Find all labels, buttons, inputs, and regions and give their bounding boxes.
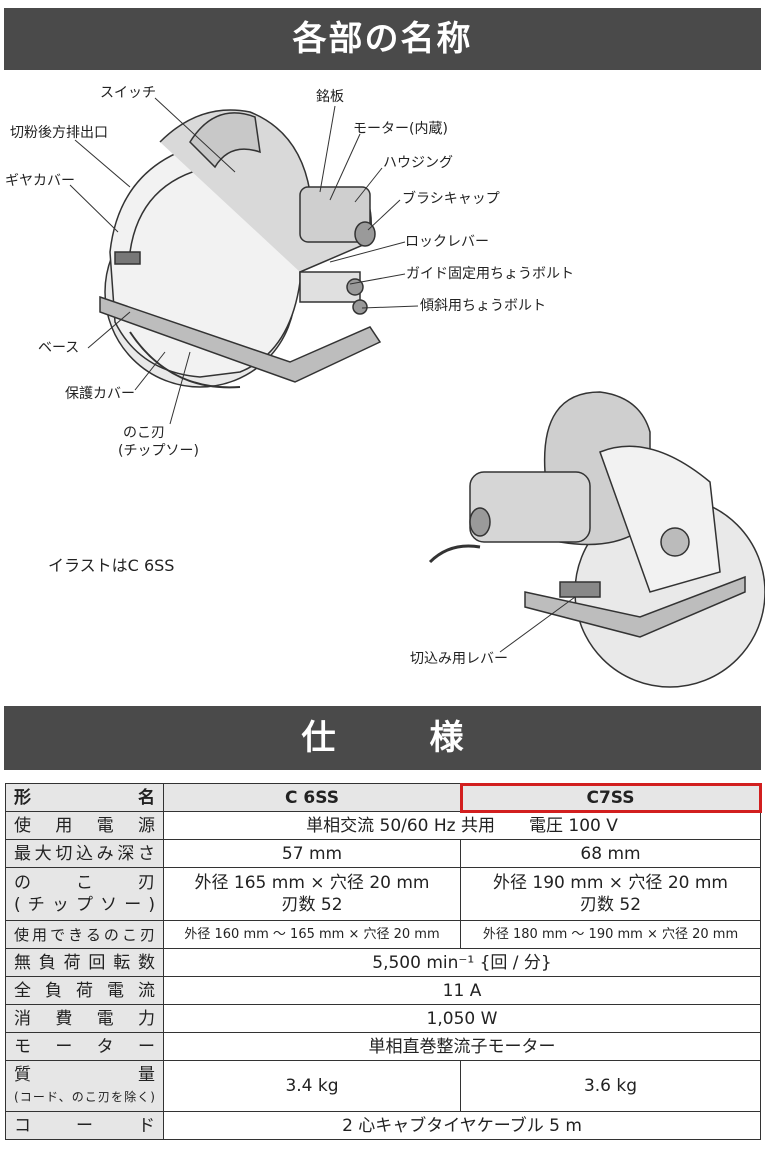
cell-line: 刃数 52	[579, 895, 642, 915]
model-c6ss: C 6SS	[163, 783, 461, 812]
saw-illustration	[69, 97, 765, 688]
row-label-line2: (コード、のこ刃を除く)	[14, 1090, 155, 1104]
label-blade-2: (チップソー)	[118, 443, 199, 459]
cell-line: 外径 165 mm × 穴径 20 mm	[194, 873, 430, 893]
row-label-line1: の こ 刃	[14, 873, 155, 893]
table-row: 質 量 (コード、のこ刃を除く) 3.4 kg 3.6 kg	[5, 1060, 761, 1112]
cell-value: 5,500 min⁻¹ {回 / 分}	[163, 948, 761, 977]
cell-value: 68 mm	[460, 839, 761, 868]
row-label: 無負荷回転数	[5, 948, 164, 977]
row-label: コード	[5, 1111, 164, 1140]
row-label: モーター	[5, 1032, 164, 1061]
row-label: 全負荷電流	[5, 976, 164, 1005]
table-row: 消費電力 1,050 W	[5, 1004, 761, 1033]
table-row: 使用できるのこ刃 外径 160 mm ～ 165 mm × 穴径 20 mm 外…	[5, 920, 761, 949]
cell-value: 2 心キャブタイヤケーブル 5 m	[163, 1111, 761, 1140]
table-row: モーター 単相直巻整流子モーター	[5, 1032, 761, 1061]
row-label: 形 名	[5, 783, 164, 812]
cell-value: 3.4 kg	[163, 1060, 461, 1112]
table-row: 全負荷電流 11 A	[5, 976, 761, 1005]
label-gear-cover: ギヤカバー	[5, 173, 75, 189]
table-row: 使用電源 単相交流 50/60 Hz 共用 電圧 100 V	[5, 811, 761, 840]
table-row: 最大切込み深さ 57 mm 68 mm	[5, 839, 761, 868]
cell-value: 外径 180 mm ～ 190 mm × 穴径 20 mm	[460, 920, 761, 949]
label-tilt-bolt: 傾斜用ちょうボルト	[420, 298, 546, 314]
cell-value: 3.6 kg	[460, 1060, 761, 1112]
cell-value: 外径 165 mm × 穴径 20 mm 刃数 52	[163, 867, 461, 921]
parts-diagram: スイッチ 銘板 モーター(内蔵) ハウジング ブラシキャップ ロックレバー ガイ…	[0, 72, 765, 702]
label-switch: スイッチ	[100, 85, 156, 101]
illustration-note: イラストはC 6SS	[48, 556, 175, 575]
cell-value: 単相直巻整流子モーター	[163, 1032, 761, 1061]
label-guide-bolt: ガイド固定用ちょうボルト	[406, 266, 574, 282]
label-base: ベース	[38, 340, 80, 356]
parts-title: 各部の名称	[4, 8, 761, 70]
label-motor: モーター(内蔵)	[353, 121, 448, 137]
row-label-line2: (チップソー)	[14, 895, 155, 915]
row-label: 質 量 (コード、のこ刃を除く)	[5, 1060, 164, 1112]
cell-value: 1,050 W	[163, 1004, 761, 1033]
label-housing: ハウジング	[383, 155, 453, 171]
cell-value: 57 mm	[163, 839, 461, 868]
row-label: 使用電源	[5, 811, 164, 840]
label-nameplate: 銘板	[316, 89, 344, 105]
saw-rear-illustration	[428, 391, 765, 688]
cell-line: 刃数 52	[281, 895, 343, 915]
table-row: 無負荷回転数 5,500 min⁻¹ {回 / 分}	[5, 948, 761, 977]
cell-value: 外径 190 mm × 穴径 20 mm 刃数 52	[460, 867, 761, 921]
row-label: の こ 刃 (チップソー)	[5, 867, 164, 921]
saw-front-illustration	[99, 109, 382, 389]
cell-value: 外径 160 mm ～ 165 mm × 穴径 20 mm	[163, 920, 461, 949]
row-label: 最大切込み深さ	[5, 839, 164, 868]
row-label: 使用できるのこ刃	[5, 920, 164, 949]
table-row: コード 2 心キャブタイヤケーブル 5 m	[5, 1111, 761, 1140]
table-row: 形 名 C 6SS C7SS	[5, 782, 762, 813]
row-label: 消費電力	[5, 1004, 164, 1033]
cell-line: 外径 190 mm × 穴径 20 mm	[493, 873, 728, 893]
row-label-line1: 質 量	[14, 1065, 155, 1085]
label-lock-lever: ロックレバー	[405, 234, 489, 250]
label-depth-lever: 切込み用レバー	[410, 651, 508, 667]
model-c7ss: C7SS	[459, 782, 762, 813]
label-blade-1: のこ刃	[123, 425, 165, 441]
spec-title: 仕 様	[4, 706, 761, 770]
label-brush-cap: ブラシキャップ	[402, 191, 500, 207]
table-row: の こ 刃 (チップソー) 外径 165 mm × 穴径 20 mm 刃数 52…	[5, 867, 761, 921]
label-dust-outlet: 切粉後方排出口	[10, 125, 108, 141]
label-guard: 保護カバー	[65, 386, 135, 402]
cell-value: 11 A	[163, 976, 761, 1005]
cell-value: 単相交流 50/60 Hz 共用 電圧 100 V	[163, 811, 761, 840]
spec-table: 形 名 C 6SS C7SS 使用電源 単相交流 50/60 Hz 共用 電圧 …	[5, 782, 762, 1140]
